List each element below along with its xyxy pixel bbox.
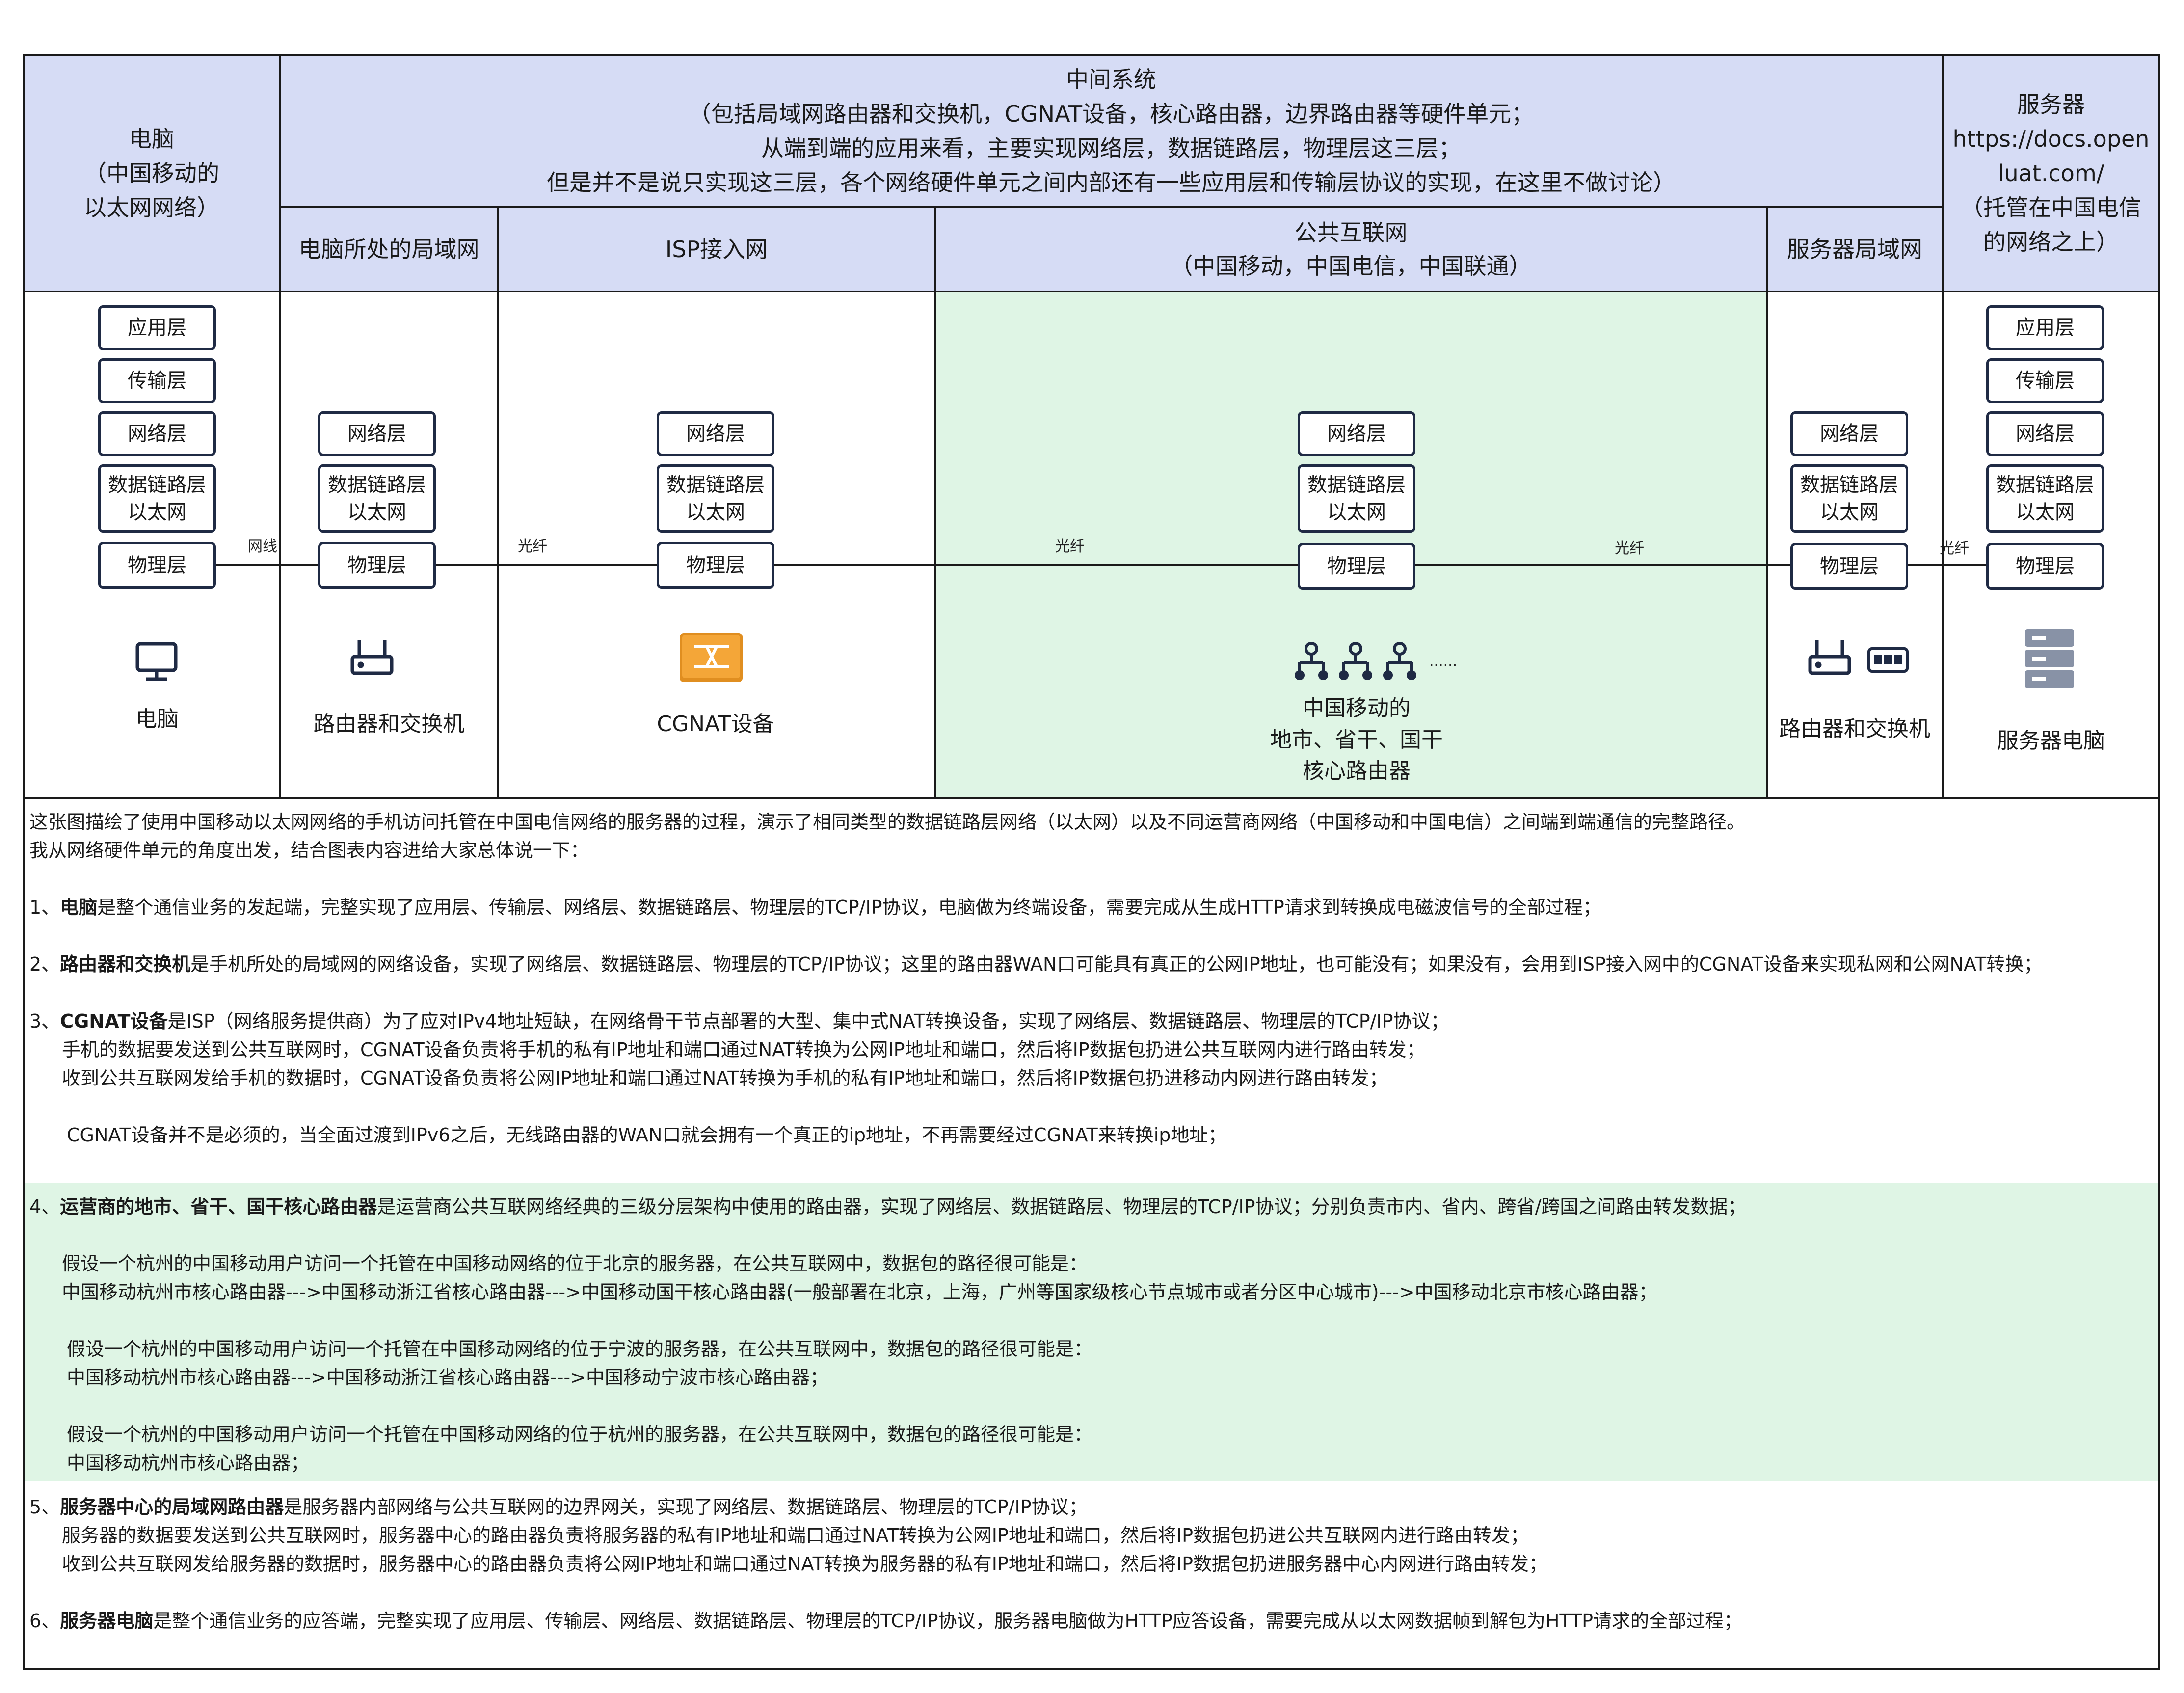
description-item-5-title: 服务器中心的局域网路由器 — [60, 1496, 284, 1518]
link-label-fiber-4: 光纤 — [1940, 540, 1969, 557]
cgnat-layer-physical: 物理层 — [657, 542, 774, 589]
header-row-top-background — [24, 55, 2159, 291]
server-layer-application: 应用层 — [1986, 305, 2104, 350]
server-lan-router-layer-physical: 物理层 — [1790, 543, 1908, 590]
description-item-6-title: 服务器电脑 — [60, 1610, 154, 1632]
server-layer-datalink: 数据链路层 以太网 — [1986, 464, 2104, 533]
node-label-core-router: 中国移动的 地市、省干、国干 核心路由器 — [1270, 696, 1443, 784]
lan-router-layer-network: 网络层 — [318, 411, 436, 456]
link-label-fiber-2: 光纤 — [1055, 538, 1085, 555]
node-label-server-router: 路由器和交换机 — [1779, 716, 1930, 741]
header-server-lan: 服务器局域网 — [1787, 236, 1922, 263]
description-item-5-line-2: 服务器的数据要发送到公共互联网时，服务器中心的路由器负责将服务器的私有IP地址和… — [62, 1525, 1529, 1546]
lan-router-layer-datalink: 数据链路层 以太网 — [318, 464, 436, 533]
network-hierarchy-icon — [1295, 642, 1328, 680]
node-label-computer: 电脑 — [135, 707, 179, 732]
description-intro-1: 这张图描绘了使用中国移动以太网网络的手机访问托管在中国电信网络的服务器的过程，演… — [29, 811, 1746, 833]
description-item-6: 6、服务器电脑是整个通信业务的应答端，完整实现了应用层、传输层、网络层、数据链路… — [29, 1610, 1743, 1632]
header-computer: 电脑 （中国移动的 以太网网络） — [84, 126, 219, 221]
header-middle-system: 中间系统 （包括局域网路由器和交换机，CGNAT设备，核心路由器，边界路由器等硬… — [547, 66, 1676, 196]
description-item-5: 5、服务器中心的局域网路由器是服务器内部网络与公共互联网的边界网关，实现了网络层… — [29, 1496, 1088, 1518]
computer-layer-transport: 传输层 — [98, 358, 216, 403]
link-label-fiber-3: 光纤 — [1615, 540, 1644, 557]
description-item-4-title: 运营商的地市、省干、国干核心路由器 — [60, 1196, 377, 1217]
description-item-4: 4、运营商的地市、省干、国干核心路由器是运营商公共互联网络经典的三级分层架构中使… — [29, 1196, 1747, 1217]
header-lan: 电脑所处的局域网 — [298, 236, 479, 263]
description-item-1: 1、电脑是整个通信业务的发起端，完整实现了应用层、传输层、网络层、数据链路层、物… — [29, 897, 1601, 918]
description-item-4-line-2: 假设一个杭州的中国移动用户访问一个托管在中国移动网络的位于北京的服务器，在公共互… — [62, 1253, 1088, 1274]
computer-layer-datalink: 数据链路层 以太网 — [98, 464, 216, 533]
operator-routers-description-background — [24, 1183, 2159, 1481]
lan-router-layer-physical: 物理层 — [318, 542, 436, 589]
server-lan-router-layer-datalink: 数据链路层 以太网 — [1790, 464, 1908, 533]
router-icon — [350, 640, 394, 675]
computer-layer-physical: 物理层 — [98, 542, 216, 589]
node-label-router: 路由器和交换机 — [313, 712, 465, 737]
network-hierarchy-icon — [1339, 642, 1372, 680]
monitor-icon — [135, 642, 178, 681]
server-rack-icon — [2025, 629, 2074, 688]
core-router-layer-datalink: 数据链路层 以太网 — [1298, 464, 1415, 533]
network-hierarchy-icon — [1383, 642, 1416, 680]
server-layer-transport: 传输层 — [1986, 358, 2104, 403]
description-item-4-line-6: 假设一个杭州的中国移动用户访问一个托管在中国移动网络的位于杭州的服务器，在公共互… — [67, 1424, 1093, 1445]
core-router-ellipsis: ...... — [1429, 653, 1458, 670]
description-item-4-line-3: 中国移动杭州市核心路由器--->中国移动浙江省核心路由器--->中国移动国干核心… — [62, 1281, 1657, 1303]
description-item-1-title: 电脑 — [60, 897, 98, 918]
description-item-3-line-4: CGNAT设备并不是必须的，当全面过渡到IPv6之后，无线路由器的WAN口就会拥… — [67, 1124, 1227, 1146]
core-router-layer-physical: 物理层 — [1298, 543, 1415, 590]
link-label-fiber-1: 光纤 — [518, 538, 547, 555]
description-item-4-line-5: 中国移动杭州市核心路由器--->中国移动浙江省核心路由器--->中国移动宁波市核… — [67, 1367, 828, 1388]
description-item-5-line-3: 收到公共互联网发给服务器的数据时，服务器中心的路由器负责将公网IP地址和端口通过… — [62, 1553, 1548, 1575]
description-item-2: 2、路由器和交换机是手机所处的局域网的网络设备，实现了网络层、数据链路层、物理层… — [29, 953, 2043, 975]
switch-icon — [1867, 647, 1909, 673]
node-label-cgnat: CGNAT设备 — [657, 712, 774, 737]
cgnat-layer-datalink: 数据链路层 以太网 — [657, 464, 774, 533]
header-public-internet: 公共互联网 （中国移动，中国电信，中国联通） — [1170, 219, 1532, 279]
link-label-cable: 网线 — [248, 538, 277, 555]
description-intro-2: 我从网络硬件单元的角度出发，结合图表内容进给大家总体说一下： — [29, 840, 589, 861]
cgnat-device-icon — [680, 633, 743, 682]
router-icon — [1808, 640, 1851, 675]
core-router-layer-network: 网络层 — [1298, 411, 1415, 456]
server-lan-router-layer-network: 网络层 — [1790, 411, 1908, 456]
description-item-2-title: 路由器和交换机 — [60, 953, 191, 975]
description-item-3-line-2: 手机的数据要发送到公共互联网时，CGNAT设备负责将手机的私有IP地址和端口通过… — [62, 1039, 1425, 1060]
description-item-3: 3、CGNAT设备是ISP（网络服务提供商）为了应对IPv4地址短缺，在网络骨干… — [29, 1010, 1449, 1032]
description-item-4-line-4: 假设一个杭州的中国移动用户访问一个托管在中国移动网络的位于宁波的服务器，在公共互… — [67, 1338, 1093, 1360]
cgnat-layer-network: 网络层 — [657, 411, 774, 456]
description-item-3-title: CGNAT设备 — [60, 1010, 168, 1032]
server-layer-network: 网络层 — [1986, 411, 2104, 456]
computer-layer-network: 网络层 — [98, 411, 216, 456]
description-item-3-line-3: 收到公共互联网发给手机的数据时，CGNAT设备负责将公网IP地址和端口通过NAT… — [62, 1067, 1388, 1089]
computer-layer-application: 应用层 — [98, 305, 216, 350]
header-server: 服务器 https://docs.open luat.com/ （托管在中国电信… — [1952, 91, 2150, 255]
server-layer-physical: 物理层 — [1986, 543, 2104, 590]
header-isp: ISP接入网 — [665, 236, 768, 263]
description-item-4-line-7: 中国移动杭州市核心路由器； — [67, 1452, 310, 1474]
node-label-server-pc: 服务器电脑 — [1997, 728, 2105, 753]
